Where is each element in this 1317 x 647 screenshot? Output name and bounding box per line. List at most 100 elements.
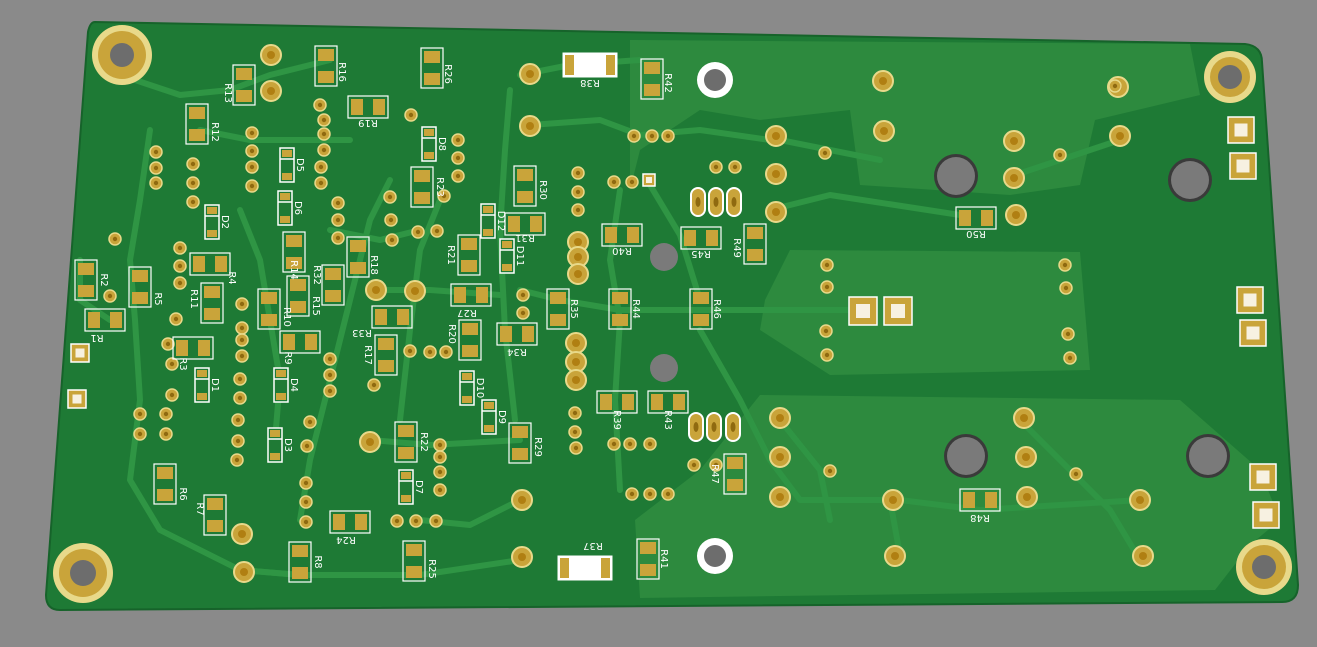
via-pad xyxy=(625,175,639,189)
component-label-r39: R39 xyxy=(611,410,622,430)
via-pad xyxy=(149,176,163,190)
via-pad xyxy=(569,441,583,455)
resistor-r37 xyxy=(557,555,613,581)
via-pad xyxy=(643,437,657,451)
component-label-r21: R21 xyxy=(445,245,456,265)
square-connector-pad xyxy=(642,173,656,187)
component-label-r29: R29 xyxy=(532,437,543,457)
diode-d8 xyxy=(421,126,437,162)
component-label-r40: R40 xyxy=(612,245,632,256)
via-pad xyxy=(1108,79,1122,93)
via-pad xyxy=(133,407,147,421)
diode-d5 xyxy=(279,147,295,183)
via-pad xyxy=(314,176,328,190)
component-label-r19: R19 xyxy=(358,117,378,128)
via-pad xyxy=(384,213,398,227)
resistor-r18 xyxy=(346,236,370,278)
via-pad xyxy=(231,413,245,427)
through-hole-pad xyxy=(511,546,533,568)
via-pad xyxy=(235,349,249,363)
mounting-hole xyxy=(944,434,988,478)
component-label-r11: R11 xyxy=(188,289,199,309)
component-label-d11: D11 xyxy=(514,246,525,266)
component-label-r24: R24 xyxy=(336,534,356,545)
via-pad xyxy=(661,129,675,143)
component-label-r31: R31 xyxy=(515,232,535,243)
component-label-r17: R17 xyxy=(362,345,373,365)
via-pad xyxy=(323,368,337,382)
via-pad xyxy=(433,465,447,479)
via-pad xyxy=(437,189,451,203)
via-pad xyxy=(451,133,465,147)
resistor-r39 xyxy=(596,390,638,414)
via-pad xyxy=(159,407,173,421)
resistor-r38 xyxy=(562,52,618,78)
component-label-r30: R30 xyxy=(537,180,548,200)
component-label-r25: R25 xyxy=(426,559,437,579)
diode-d11 xyxy=(499,238,515,274)
resistor-r23 xyxy=(410,166,434,208)
diode-d1 xyxy=(194,367,210,403)
via-pad xyxy=(186,157,200,171)
through-hole-pad xyxy=(231,523,253,545)
via-pad xyxy=(430,224,444,238)
via-pad xyxy=(165,388,179,402)
via-pad xyxy=(403,344,417,358)
square-connector-pad xyxy=(1249,463,1277,491)
through-hole-pad xyxy=(567,263,589,285)
via-pad xyxy=(317,143,331,157)
resistor-r15 xyxy=(286,275,310,317)
through-hole-pad xyxy=(260,44,282,66)
resistor-r25 xyxy=(402,540,426,582)
resistor-r6 xyxy=(153,463,177,505)
copper-pour-center xyxy=(760,250,1090,375)
via-pad xyxy=(451,151,465,165)
resistor-r3 xyxy=(172,336,214,360)
via-pad xyxy=(299,515,313,529)
resistor-r9 xyxy=(279,330,321,354)
via-pad xyxy=(439,345,453,359)
via-pad xyxy=(385,233,399,247)
through-hole-pad xyxy=(1015,446,1037,468)
via-pad xyxy=(173,241,187,255)
square-connector-pad xyxy=(848,296,878,326)
resistor-r17 xyxy=(374,334,398,376)
via-pad xyxy=(233,391,247,405)
resistor-r41 xyxy=(636,538,660,580)
component-label-r50: R50 xyxy=(966,228,986,239)
resistor-r27 xyxy=(450,283,492,307)
diode-d12 xyxy=(480,203,496,239)
via-pad xyxy=(627,129,641,143)
via-pad xyxy=(516,288,530,302)
through-hole-pad xyxy=(233,561,255,583)
component-label-d7: D7 xyxy=(413,480,424,494)
via-pad xyxy=(159,427,173,441)
component-label-r38: R38 xyxy=(580,77,600,88)
resistor-r10 xyxy=(257,288,281,330)
through-hole-pad xyxy=(359,431,381,453)
via-pad xyxy=(1069,467,1083,481)
via-pad xyxy=(383,190,397,204)
via-pad xyxy=(429,514,443,528)
component-label-r23: R23 xyxy=(434,177,445,197)
square-connector-pad xyxy=(1239,319,1267,347)
resistor-r11 xyxy=(200,282,224,324)
via-pad xyxy=(235,333,249,347)
via-pad xyxy=(317,127,331,141)
component-label-d9: D9 xyxy=(496,410,507,424)
mounting-hole xyxy=(697,538,733,574)
component-label-r3: R3 xyxy=(177,357,188,370)
via-pad xyxy=(607,175,621,189)
via-pad xyxy=(823,464,837,478)
component-label-r12: R12 xyxy=(209,122,220,142)
component-label-d10: D10 xyxy=(474,378,485,398)
via-pad xyxy=(161,337,175,351)
through-hole-pad xyxy=(260,80,282,102)
component-label-r5: R5 xyxy=(152,292,163,305)
resistor-r35 xyxy=(546,288,570,330)
via-pad xyxy=(235,321,249,335)
resistor-r47 xyxy=(723,453,747,495)
component-label-d6: D6 xyxy=(292,201,303,215)
via-pad xyxy=(231,434,245,448)
